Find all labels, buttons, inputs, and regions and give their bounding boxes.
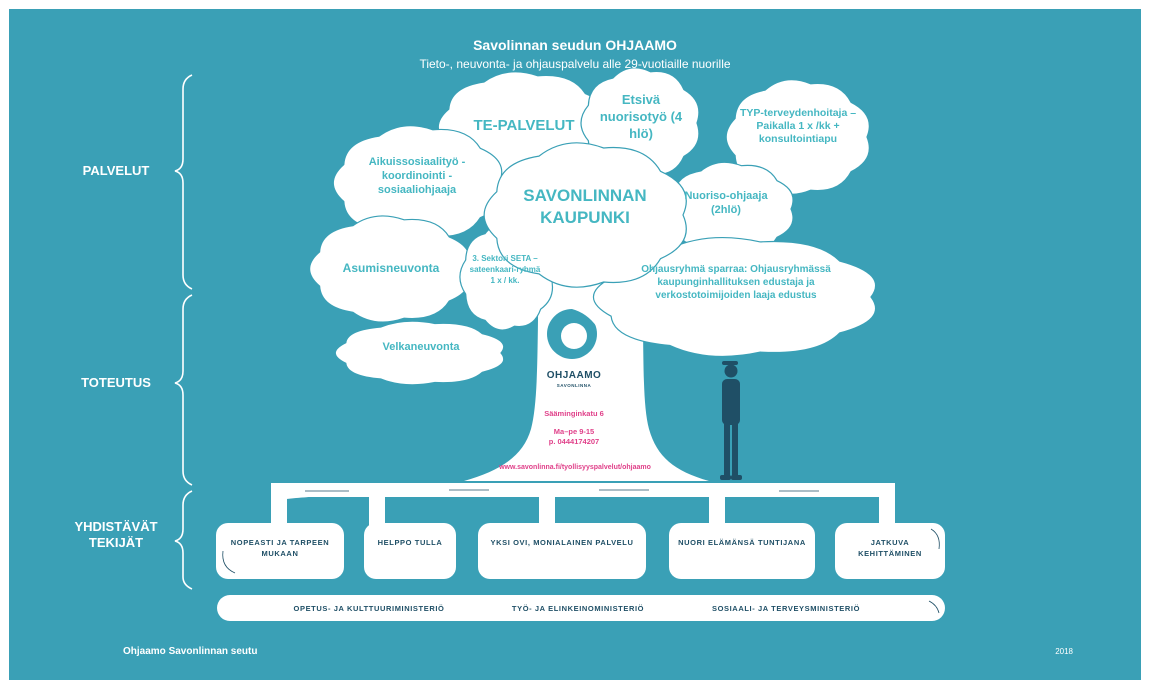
label-palvelut: PALVELUT bbox=[82, 163, 150, 178]
cloud-shape-ohjaus bbox=[593, 236, 877, 358]
cloud-ohjausryhma: Ohjausryhmä sparraa: Ohjausryhmässä kaup… bbox=[641, 264, 831, 301]
cloud-aikuissosiaalityo: Aikuissosiaalityö - koordinointi - sosia… bbox=[368, 156, 466, 196]
cloud-asumisneuvonta: Asumisneuvonta bbox=[342, 261, 440, 275]
cloud-te-palvelut: TE-PALVELUT bbox=[473, 117, 575, 134]
logo-subtext: SAVONLINNA bbox=[556, 383, 592, 388]
footer-year: 2018 bbox=[1055, 647, 1073, 656]
trunk-phone: p. 0444174207 bbox=[548, 437, 600, 446]
trunk-address: Sääminginkatu 6 bbox=[544, 409, 604, 418]
root-boxes bbox=[216, 523, 945, 621]
root-jatkuva: JATKUVA KEHITTÄMINEN bbox=[858, 538, 922, 558]
ministry-opetus: OPETUS- JA KULTTUURIMINISTERIÖ bbox=[293, 604, 445, 613]
root-nuori: NUORI ELÄMÄNSÄ TUNTIJANA bbox=[678, 538, 806, 547]
cloud-sektori: 3. Sektori SETA – sateenkaari-ryhmä 1 x … bbox=[469, 254, 541, 285]
slide: Savolinnan seudun OHJAAMO Tieto-, neuvon… bbox=[9, 9, 1141, 680]
root-helppo: HELPPO TULLA bbox=[377, 538, 443, 547]
person-figure bbox=[720, 361, 742, 480]
trunk-hours: Ma–pe 9-15 bbox=[553, 427, 595, 436]
cloud-etsiva: Etsivä nuorisotyö (4 hlö) bbox=[599, 92, 683, 141]
side-bracket bbox=[174, 74, 193, 590]
label-yhdistavat: YHDISTÄVÄT TEKIJÄT bbox=[74, 519, 158, 550]
root-yksi-ovi: YKSI OVI, MONIALAINEN PALVELU bbox=[490, 538, 634, 547]
slide-subtitle: Tieto-, neuvonta- ja ohjauspalvelu alle … bbox=[419, 57, 731, 71]
label-toteutus: TOTEUTUS bbox=[81, 375, 151, 390]
ministry-sosiaali: SOSIAALI- JA TERVEYSMINISTERIÖ bbox=[711, 604, 861, 613]
slide-title: Savolinnan seudun OHJAAMO bbox=[473, 37, 677, 53]
sketch-strokes bbox=[222, 489, 940, 614]
cloud-kaupunki: SAVONLINNAN KAUPUNKI bbox=[523, 186, 647, 227]
cloud-shape-asumis bbox=[309, 215, 471, 323]
cloud-typ: TYP-terveydenhoitaja – Paikalla 1 x /kk … bbox=[739, 107, 857, 145]
logo-text: OHJAAMO bbox=[546, 370, 602, 381]
root-connectors bbox=[271, 483, 895, 529]
footer-left: Ohjaamo Savonlinnan seutu bbox=[123, 646, 258, 657]
cloud-shape-aikuis bbox=[332, 125, 503, 241]
cloud-shape-velka bbox=[334, 320, 505, 386]
trunk-url[interactable]: www.savonlinna.fi/tyollisyyspalvelut/ohj… bbox=[499, 464, 651, 471]
cloud-shape-typ bbox=[725, 79, 870, 195]
cloud-nuoriso: Nuoriso-ohjaaja (2hlö) bbox=[684, 190, 768, 216]
cloud-velkaneuvonta: Velkaneuvonta bbox=[382, 341, 460, 353]
cloud-shape-kaupunki bbox=[483, 142, 687, 288]
ohjaamo-logo-mark bbox=[547, 307, 605, 359]
tree-trunk bbox=[464, 269, 709, 481]
root-nopeasti: NOPEASTI JA TARPEEN MUKAAN bbox=[230, 538, 330, 558]
tree-diagram bbox=[174, 67, 945, 621]
service-clouds bbox=[309, 67, 877, 386]
ministry-tyo: TYÖ- JA ELINKEINOMINISTERIÖ bbox=[511, 604, 645, 613]
